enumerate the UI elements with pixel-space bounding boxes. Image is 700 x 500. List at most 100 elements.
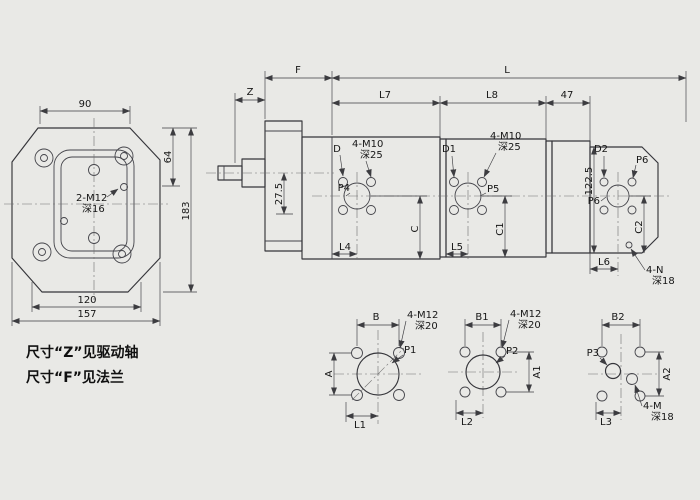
dim-90: 90	[39, 99, 131, 124]
dim-label-120: 120	[77, 295, 96, 306]
port-label-p1: P1	[404, 345, 416, 356]
dim-l2: L2	[455, 400, 484, 428]
thread-label-4-m: 4-M	[643, 401, 662, 412]
dim-label-157: 157	[77, 309, 96, 320]
label-p5: P5	[487, 184, 499, 195]
label-4-m: 4-M 深18	[634, 384, 674, 423]
dim-label-27-5: 27.5	[274, 183, 285, 205]
side-port-2	[449, 177, 487, 215]
dim-label-47: 47	[561, 90, 574, 101]
thread-depth-20-2: 深20	[518, 319, 541, 331]
port-view-1: B 4-M12 深20 P1 A L1	[324, 310, 438, 431]
dim-label-c2: C2	[634, 220, 645, 233]
flange-corner-bolts	[32, 146, 134, 264]
dim-f: F	[264, 65, 333, 135]
thread-label-4-m12-1: 4-M12	[407, 310, 438, 321]
dim-64: 64	[162, 127, 180, 187]
port3-labels: D2 P6 P6 C2 122.5	[584, 144, 651, 254]
dim-label-90: 90	[79, 99, 92, 110]
dim-l4: L4	[331, 242, 358, 257]
dim-label-z: Z	[247, 87, 254, 98]
dim-label-a2: A2	[662, 367, 673, 380]
dim-label-a1: A1	[532, 365, 543, 378]
flange-outline	[11, 127, 161, 293]
dim-b: B	[356, 312, 400, 346]
dim-l1: L1	[345, 402, 379, 431]
thread-depth-18-bottom: 深18	[651, 411, 674, 423]
dim-label-c1: C1	[495, 222, 506, 235]
front-view: 90 64 183 120 157 2-M12 深16	[4, 99, 197, 326]
dim-label-a: A	[324, 370, 335, 377]
dim-label-b: B	[373, 312, 380, 323]
dim-l3: L3	[595, 402, 622, 428]
port-p4-circle	[343, 182, 371, 210]
dim-a1: A1	[506, 351, 543, 393]
dim-label-l8: L8	[486, 90, 498, 101]
notes: 尺寸“Z”见驱动轴 尺寸“F”见法兰	[26, 344, 139, 386]
port1-labels: D 4-M10 深25 P4 C	[333, 139, 427, 260]
thread-depth-20-1: 深20	[415, 320, 438, 332]
dim-z: Z	[234, 87, 266, 163]
tapped-hole-1	[120, 183, 128, 191]
label-4-m10-1: 4-M10	[352, 139, 383, 150]
dim-label-b1: B1	[475, 312, 488, 323]
label-4-n: 4-N 深18	[630, 248, 675, 287]
drain-hole-m	[626, 373, 638, 385]
dim-l: L	[331, 65, 687, 122]
dim-183: 183	[162, 127, 197, 293]
port-view-3: B2 P3 A2 4-M 深18 L3	[587, 312, 674, 428]
dim-label-l5: L5	[451, 242, 463, 253]
dim-label-f: F	[295, 65, 301, 76]
section-joint-1	[439, 138, 447, 258]
dim-157: 157	[11, 262, 161, 326]
label-2-m12: 2-M12 深16	[76, 188, 119, 215]
pump-section-3	[551, 140, 591, 254]
thread-label-4-m12-2: 4-M12	[510, 309, 541, 320]
label-4-m12-2: 4-M12 深20	[500, 309, 541, 349]
thread-depth-18-side: 深18	[652, 275, 675, 287]
tapped-hole-2	[60, 217, 68, 225]
label-4-m12-1: 4-M12 深20	[398, 310, 438, 349]
dim-27-5: 27.5	[274, 172, 293, 215]
rear-tapped-hole	[625, 241, 633, 249]
port-label-p2: P2	[506, 346, 518, 357]
dim-label-l4: L4	[339, 242, 351, 253]
dim-label-l6: L6	[598, 257, 610, 268]
label-d1: D1	[442, 144, 456, 155]
section-joint-2	[545, 140, 553, 254]
dim-label-b2: B2	[611, 312, 624, 323]
label-p6-top: P6	[636, 155, 648, 166]
dim-label-l3: L3	[600, 417, 612, 428]
dim-label-l1: L1	[354, 420, 366, 431]
port-p3-circle	[604, 362, 622, 380]
port-view-2: B1 4-M12 深20 P2 A1 L2	[448, 309, 543, 428]
dim-b2: B2	[601, 312, 641, 346]
label-p2: P2	[495, 346, 518, 364]
port-label-p3: P3	[587, 348, 599, 359]
label-d2: D2	[594, 144, 608, 155]
note-z-shaft: 尺寸“Z”见驱动轴	[26, 344, 139, 361]
label-p1: P1	[391, 345, 416, 364]
dim-label-c: C	[410, 225, 421, 232]
label-4-m10-2: 4-M10	[490, 131, 521, 142]
side-port-1	[338, 177, 376, 215]
thread-label-4-n: 4-N	[646, 265, 663, 276]
dim-label-64: 64	[163, 151, 174, 164]
pump-section-2	[445, 138, 547, 258]
port-p2-circle	[465, 354, 501, 390]
label-depth25-2: 深25	[498, 141, 521, 153]
dim-a: A	[324, 352, 351, 396]
dim-label-l7: L7	[379, 90, 391, 101]
thread-label-2-m12: 2-M12	[76, 193, 107, 204]
dim-l6: L6	[589, 253, 619, 274]
dim-label-l: L	[504, 65, 510, 76]
port-p1-circle	[356, 352, 400, 396]
dim-label-l2: L2	[461, 417, 473, 428]
dim-a2: A2	[645, 351, 673, 397]
label-p4: P4	[338, 183, 350, 194]
label-p3: P3	[587, 348, 608, 366]
dim-l7: L7	[331, 90, 441, 137]
thread-depth-16: 深16	[82, 203, 105, 215]
